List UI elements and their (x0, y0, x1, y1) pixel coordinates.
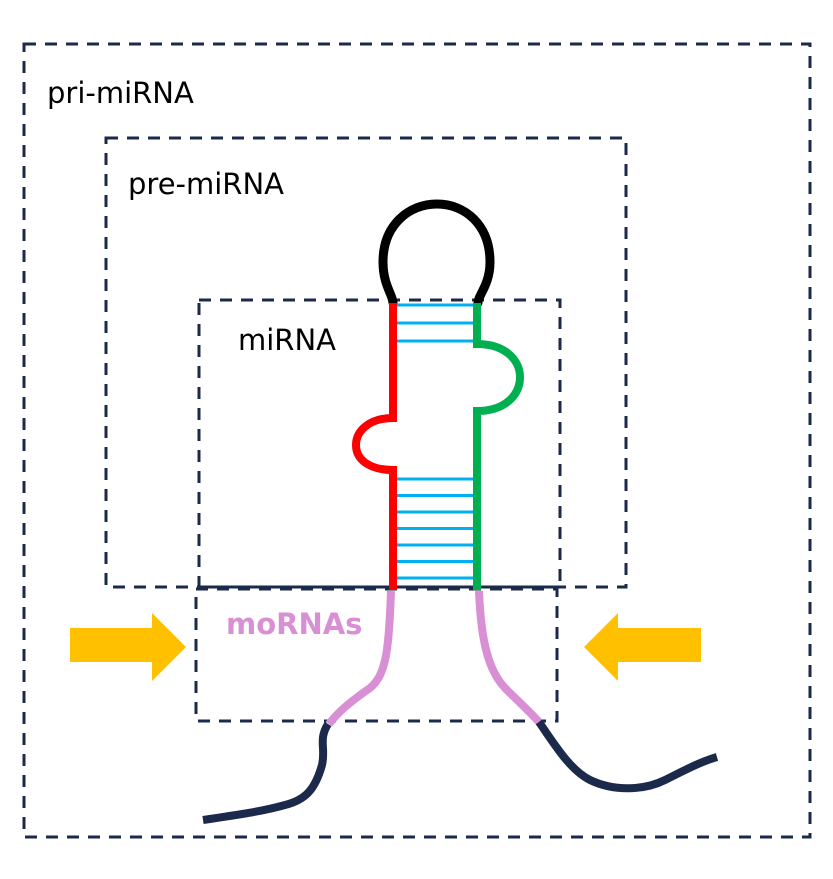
tail-left (202, 721, 332, 824)
strand-5p-red (351, 303, 397, 590)
pre-mirna-label: pre-miRNA (128, 167, 284, 201)
left-arrow-icon (70, 613, 186, 681)
pri-mirna-box (22, 42, 812, 839)
strand-3p-green (473, 303, 525, 590)
mirna-label: miRNA (238, 323, 336, 357)
right-arrow-icon (584, 613, 701, 681)
mor-flank-right (475, 590, 542, 725)
mornas-label: moRNAs (226, 607, 362, 641)
mor-flank-left (325, 590, 395, 727)
pri-mirna-label: pri-miRNA (47, 76, 194, 110)
mornas-box (194, 587, 559, 723)
base-pairs (397, 303, 473, 580)
pre-mirna-box (104, 136, 628, 589)
terminal-loop (378, 199, 495, 308)
tail-right (535, 719, 719, 793)
mirna-box (197, 298, 562, 589)
